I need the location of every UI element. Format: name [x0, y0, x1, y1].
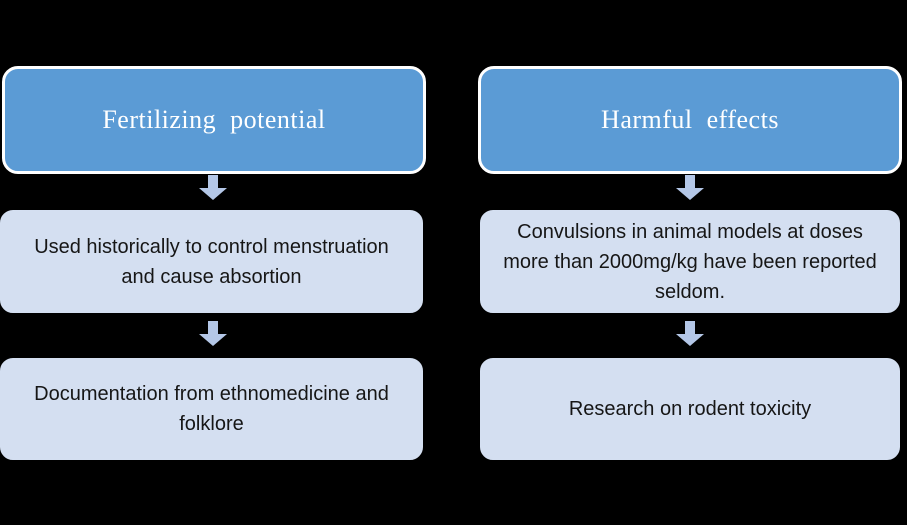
step-node-1[interactable]: Convulsions in animal models at doses mo… [480, 210, 900, 313]
step-node-label: Research on rodent toxicity [568, 398, 812, 420]
column-fertilizing-potential: Fertilizing potential Used historically … [0, 0, 432, 525]
step-node-label: Used historically to control menstruatio… [34, 235, 389, 288]
step-node-label: Convulsions in animal models at doses mo… [503, 220, 877, 303]
header-node-label: Harmful effects [601, 105, 779, 134]
arrow-down-icon [675, 321, 705, 347]
header-node-fertilizing-potential[interactable]: Fertilizing potential [2, 66, 426, 174]
arrow-down-icon [198, 321, 228, 347]
step-node-1[interactable]: Used historically to control menstruatio… [0, 210, 423, 313]
step-node-label: Documentation from ethnomedicine and fol… [34, 383, 389, 435]
step-node-2[interactable]: Research on rodent toxicity [480, 358, 900, 460]
header-node-harmful-effects[interactable]: Harmful effects [478, 66, 902, 174]
header-node-label: Fertilizing potential [102, 105, 326, 134]
arrow-down-icon [198, 175, 228, 201]
column-harmful-effects: Harmful effects Convulsions in animal mo… [470, 0, 907, 525]
step-node-2[interactable]: Documentation from ethnomedicine and fol… [0, 358, 423, 460]
arrow-down-icon [675, 175, 705, 201]
